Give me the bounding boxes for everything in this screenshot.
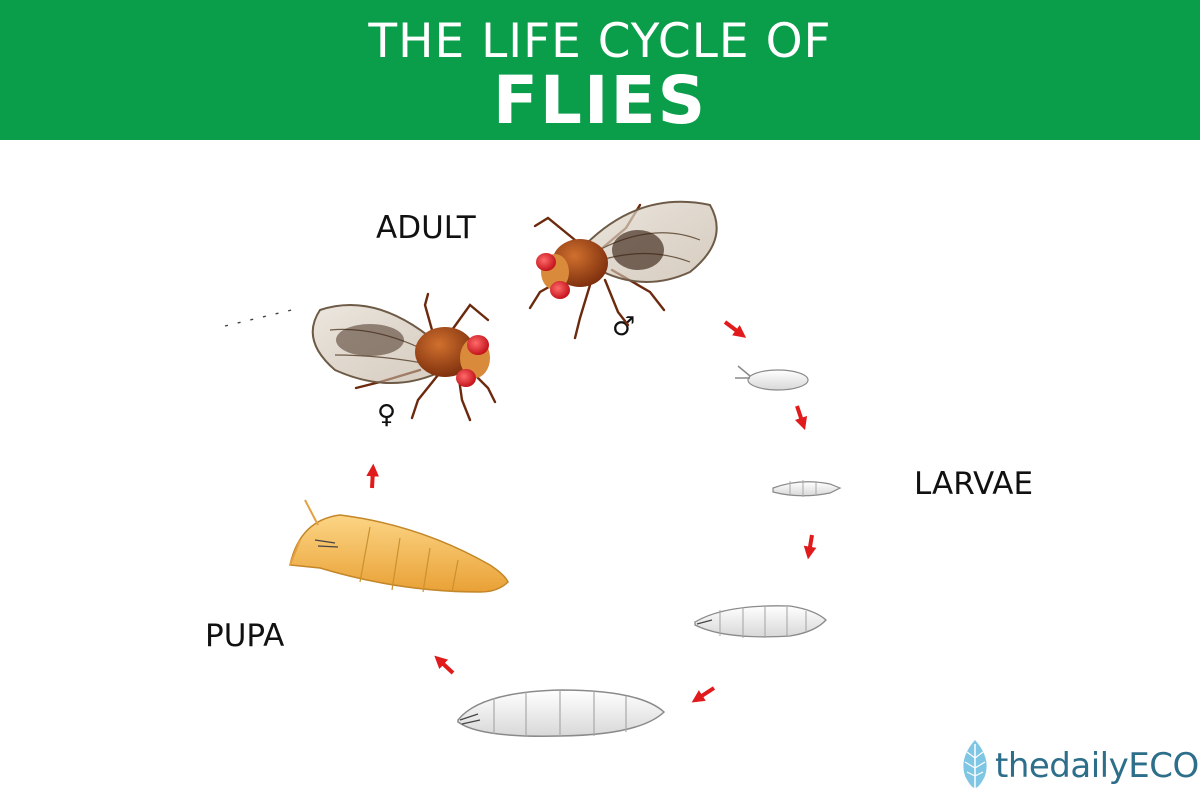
leaf-icon — [963, 740, 987, 788]
label-pupa: PUPA — [205, 618, 285, 654]
larva-medium — [694, 605, 827, 638]
larva-large — [457, 689, 666, 737]
brand-logo: thedailyECO — [955, 736, 1199, 796]
pupa — [289, 499, 509, 593]
female-symbol: ♀ — [377, 400, 397, 430]
title-line-2: FLIES — [492, 62, 708, 139]
larva-small — [772, 480, 842, 497]
label-larvae: LARVAE — [914, 466, 1034, 502]
brand-name: thedailyECO — [995, 746, 1199, 786]
label-adult: ADULT — [376, 210, 476, 246]
life-cycle-diagram — [224, 200, 842, 737]
male-symbol: ♂ — [612, 312, 636, 342]
cycle-arrows — [366, 320, 817, 703]
title-line-1: THE LIFE CYCLE OF — [368, 14, 832, 69]
title-banner: THE LIFE CYCLE OF FLIES — [0, 0, 1200, 140]
egg — [735, 365, 809, 391]
female-fly — [224, 292, 497, 422]
male-fly — [528, 200, 718, 340]
